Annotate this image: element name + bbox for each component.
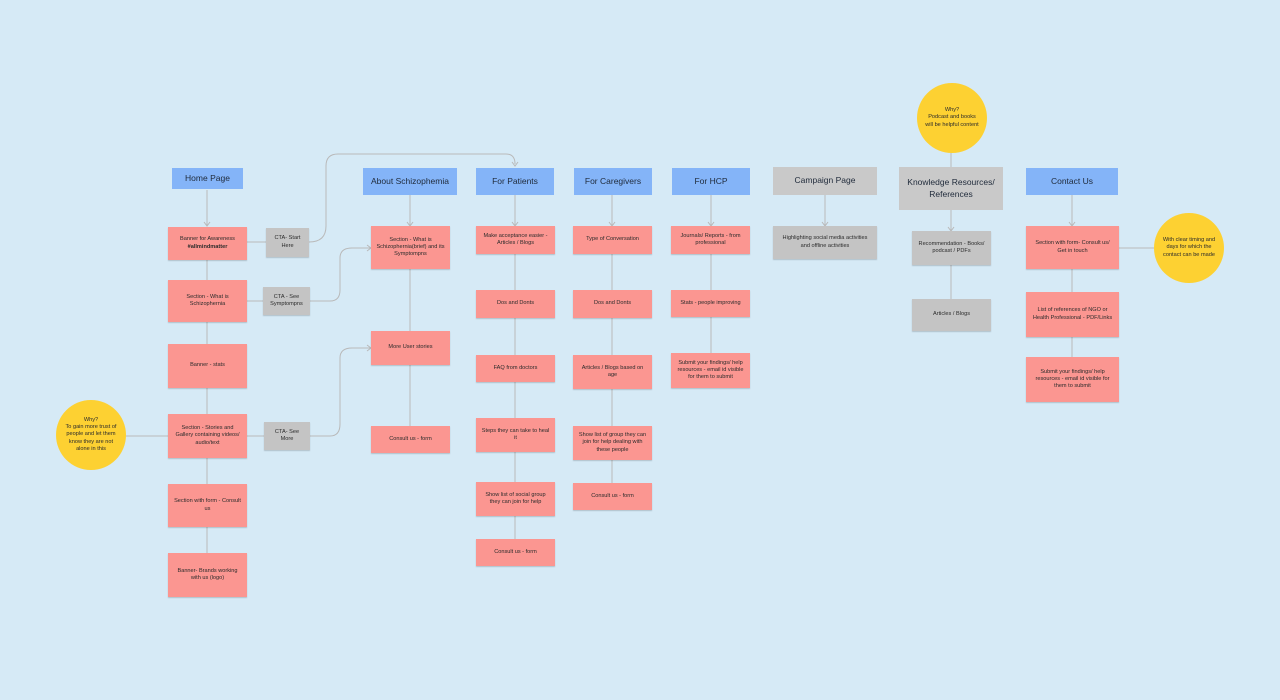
- header-for-caregivers: For Caregivers: [574, 168, 652, 195]
- card-caregivers-articles: Articles / Blogs based on age: [573, 355, 652, 389]
- cta-see-symptoms: CTA - See Symptompns: [263, 287, 310, 315]
- header-campaign-page: Campaign Page: [773, 167, 877, 195]
- hashtag-allmindmatter: #allmindmatter: [187, 243, 228, 250]
- card-knowledge-articles: Articles / Blogs: [912, 299, 991, 331]
- card-home-what-is: Section - What is Schizophernia: [168, 280, 247, 322]
- arrow-home-header: [203, 221, 211, 227]
- card-campaign-highlights: Highlighting social media activities and…: [773, 226, 877, 259]
- card-home-stories-gallery: Section - Stories and Gallery containing…: [168, 414, 247, 458]
- card-hcp-stats: Stats - people improving: [671, 290, 750, 317]
- note-contact-timing: With clear timing and days for which the…: [1154, 213, 1224, 283]
- card-contact-form: Section with form- Consult us/ Get in to…: [1026, 226, 1119, 269]
- card-caregivers-conversation: Type of Conversation: [573, 226, 652, 254]
- note-home-why: Why? To gain more trust of people and le…: [56, 400, 126, 470]
- card-about-consult: Consult us - form: [371, 426, 450, 453]
- connector-see-more: [310, 347, 371, 437]
- card-patients-steps: Steps they can take to heal it: [476, 418, 555, 452]
- header-for-patients: For Patients: [476, 168, 554, 195]
- header-home-page: Home Page: [172, 168, 243, 189]
- card-patients-acceptance: Make acceptance easier - Articles / Blog…: [476, 226, 555, 254]
- card-patients-social-group: Show list of social group they can join …: [476, 482, 555, 516]
- card-about-what-is: Section - What is Schizophernia(brief) a…: [371, 226, 450, 269]
- header-knowledge-resources: Knowledge Resources/ References: [899, 167, 1003, 210]
- card-patients-faq: FAQ from doctors: [476, 355, 555, 382]
- card-home-banner-awareness: Banner for Awareness#allmindmatter: [168, 227, 247, 260]
- card-patients-consult: Consult us - form: [476, 539, 555, 566]
- header-about: About Schizophemia: [363, 168, 457, 195]
- card-contact-references: List of references of NGO or Health Prof…: [1026, 292, 1119, 337]
- card-caregivers-dos-donts: Dos and Donts: [573, 290, 652, 318]
- cta-start-here: CTA- Start Here: [266, 228, 309, 257]
- card-knowledge-recommendation: Recommendation - Books/ podcast / PDFs: [912, 231, 991, 265]
- arrow-start-here: [511, 161, 519, 167]
- card-patients-dos-donts: Dos and Donts: [476, 290, 555, 318]
- connector-start-here: [308, 153, 516, 243]
- cta-see-more: CTA- See More: [264, 422, 310, 450]
- card-contact-submit: Submit your findings/ help resources - e…: [1026, 357, 1119, 402]
- note-knowledge-why: Why? Podcast and books will be helpful c…: [917, 83, 987, 153]
- connector-see-symptoms: [310, 247, 371, 302]
- card-caregivers-groups: Show list of group they can join for hel…: [573, 426, 652, 460]
- card-home-banner-stats: Banner - stats: [168, 344, 247, 388]
- header-contact-us: Contact Us: [1026, 168, 1118, 195]
- card-caregivers-consult: Consult us - form: [573, 483, 652, 510]
- card-hcp-journals: Journals/ Reports - from professional: [671, 226, 750, 254]
- card-home-banner-awareness-text: Banner for Awareness: [180, 236, 235, 243]
- card-home-consult-form: Section with form - Consult us: [168, 484, 247, 527]
- header-for-hcp: For HCP: [672, 168, 750, 195]
- card-hcp-submit: Submit your findings/ help resources - e…: [671, 353, 750, 388]
- card-about-user-stories: More User stories: [371, 331, 450, 365]
- card-home-brands-banner: Banner- Brands working with us (logo): [168, 553, 247, 597]
